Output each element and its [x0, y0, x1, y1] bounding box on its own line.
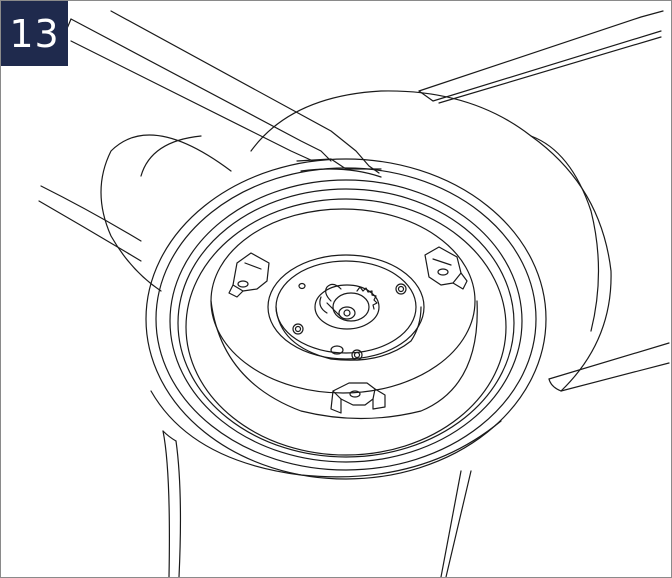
fan-blade-right — [549, 343, 669, 391]
hub-screw-top-right — [396, 284, 406, 294]
mounting-bracket-bottom — [331, 383, 385, 413]
mounting-bracket-left — [229, 253, 269, 297]
fan-arm-left — [39, 186, 141, 261]
step-number-badge: 13 — [1, 1, 68, 66]
motor-housing-shell — [101, 91, 611, 391]
central-hub-plate — [268, 255, 424, 360]
motor-rim — [146, 159, 546, 479]
inner-cavity — [211, 209, 477, 419]
mounting-bracket-right — [425, 247, 467, 289]
blade-bracket-top — [297, 159, 381, 177]
center-shaft-assembly — [315, 284, 379, 329]
fan-blade-upper-left — [66, 11, 379, 173]
fan-blade-upper-right — [419, 11, 663, 103]
hub-screw-bottom — [352, 350, 362, 360]
fan-blade-bottom — [163, 431, 471, 577]
hub-screw-left — [293, 324, 303, 334]
